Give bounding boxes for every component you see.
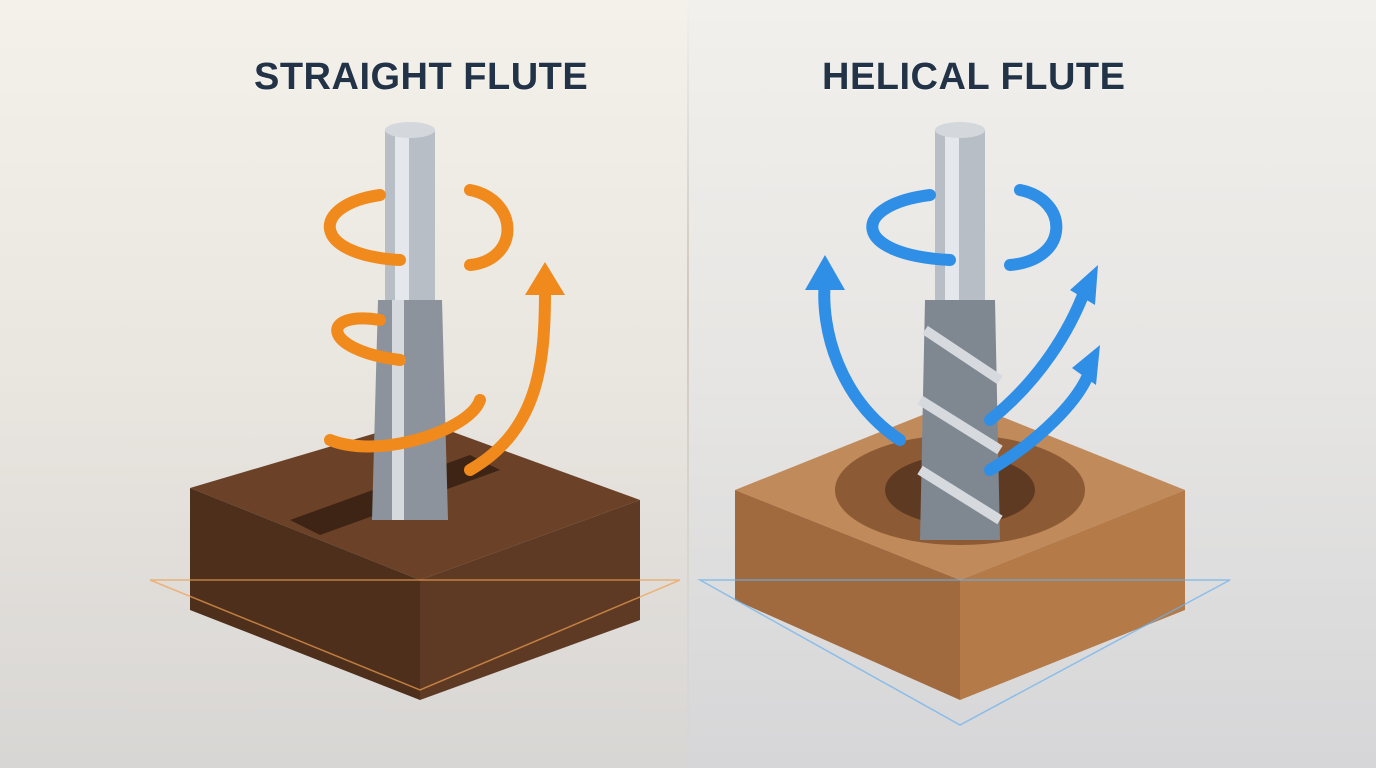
divider [687, 0, 689, 768]
chip-flow-arrows-blue [818, 184, 1096, 476]
arrow-head-icon [1072, 345, 1100, 385]
arrow-head-icon [805, 255, 845, 290]
chip-flow-arrows-orange [323, 184, 551, 476]
arrow-head-icon [525, 262, 565, 295]
straight-flute-title: STRAIGHT FLUTE [254, 56, 589, 98]
helical-flute-title: HELICAL FLUTE [822, 56, 1126, 98]
arrow-head-icon [1070, 265, 1098, 305]
helical-router-bit [917, 122, 1003, 540]
